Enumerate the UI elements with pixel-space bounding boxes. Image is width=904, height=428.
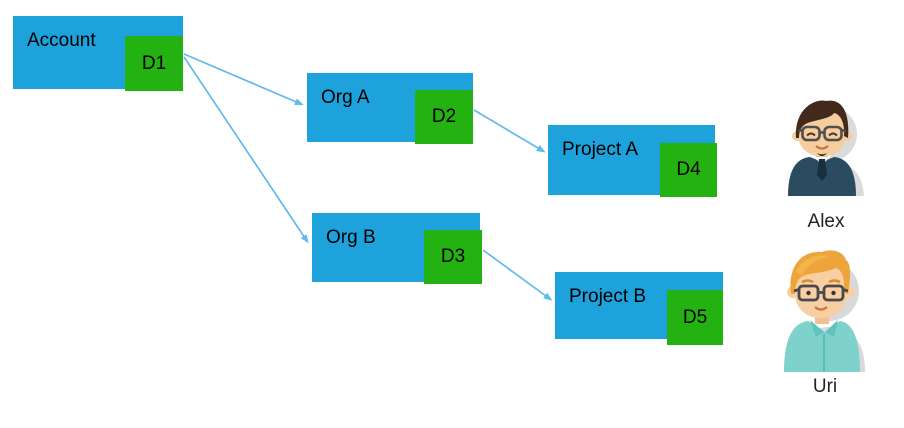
user-name-alex: Alex	[807, 211, 845, 232]
node-project-a-label: Project A	[562, 139, 639, 160]
avatar-uri-icon	[784, 250, 865, 372]
node-project-b: Project B D5	[555, 272, 723, 345]
node-org-a: Org A D2	[307, 73, 473, 144]
node-project-a: Project A D4	[548, 125, 717, 197]
edge-org-a-to-project-a	[473, 109, 546, 153]
node-account-badge-d1: D1	[125, 36, 183, 91]
node-project-b-badge-d5: D5	[667, 290, 723, 345]
node-project-a-badge-d4: D4	[660, 143, 717, 197]
user-alex: Alex	[786, 96, 866, 233]
edge-account-to-org-a	[183, 53, 304, 106]
node-org-a-badge-d2: D2	[415, 90, 473, 144]
node-org-b-badge-d3: D3	[424, 230, 482, 284]
node-org-b: Org B D3	[312, 213, 482, 284]
node-org-b-label: Org B	[326, 227, 376, 248]
edge-account-to-org-b	[183, 56, 309, 244]
node-project-b-label: Project B	[569, 286, 647, 307]
edge-org-b-to-project-b	[482, 249, 553, 301]
node-account-label: Account	[27, 30, 96, 51]
user-uri: Uri	[782, 246, 868, 398]
avatar-alex-icon	[788, 100, 864, 196]
user-name-uri: Uri	[812, 376, 838, 397]
node-org-a-label: Org A	[321, 87, 370, 108]
node-account: Account D1	[13, 16, 183, 91]
